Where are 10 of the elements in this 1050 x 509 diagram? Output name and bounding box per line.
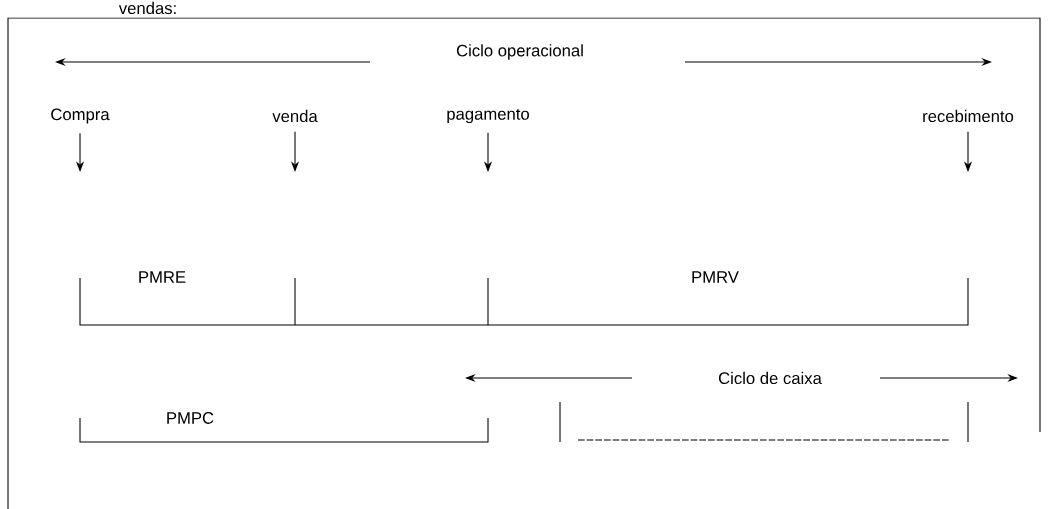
period-label: vendas:	[118, 1, 176, 15]
period-label: PMRV	[692, 271, 739, 283]
point-label: recebimento	[923, 109, 1014, 123]
period-label: Ciclo de caixa	[718, 371, 822, 385]
period-label: PMPC	[167, 412, 214, 424]
point-label: Compra	[51, 108, 110, 124]
point-label: venda	[272, 109, 318, 123]
period-label: PMRE	[139, 271, 186, 283]
point-label: pagamento	[447, 108, 529, 124]
period-label: Ciclo operacional	[456, 44, 583, 60]
